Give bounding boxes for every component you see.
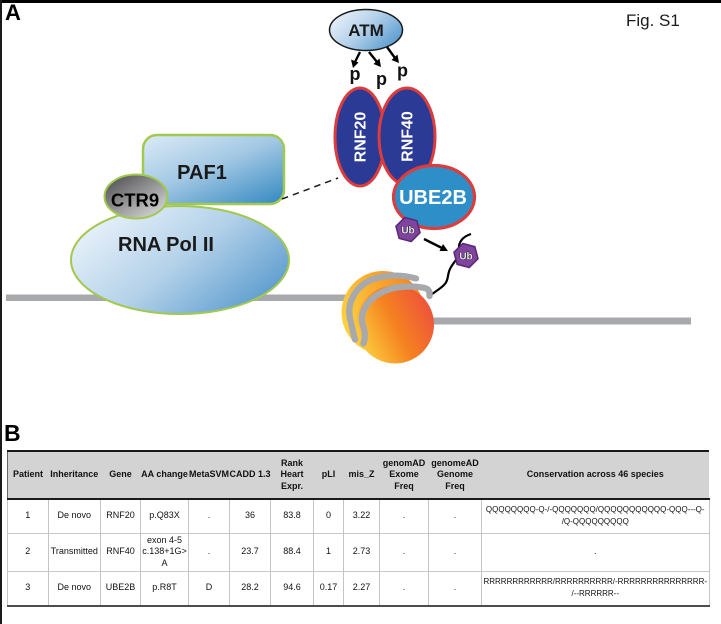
- svg-text:PAF1: PAF1: [177, 162, 227, 184]
- svg-text:p: p: [350, 64, 361, 84]
- svg-text:ATM: ATM: [348, 21, 384, 40]
- svg-text:CTR9: CTR9: [111, 190, 159, 211]
- svg-text:Ub: Ub: [459, 252, 472, 263]
- svg-text:RNF20: RNF20: [353, 112, 370, 163]
- svg-text:p: p: [376, 69, 387, 89]
- svg-text:RNF40: RNF40: [400, 111, 417, 162]
- svg-text:p: p: [397, 61, 408, 81]
- svg-text:Ub: Ub: [401, 226, 414, 237]
- svg-text:RNA Pol II: RNA Pol II: [118, 234, 214, 256]
- svg-text:UBE2B: UBE2B: [399, 187, 467, 209]
